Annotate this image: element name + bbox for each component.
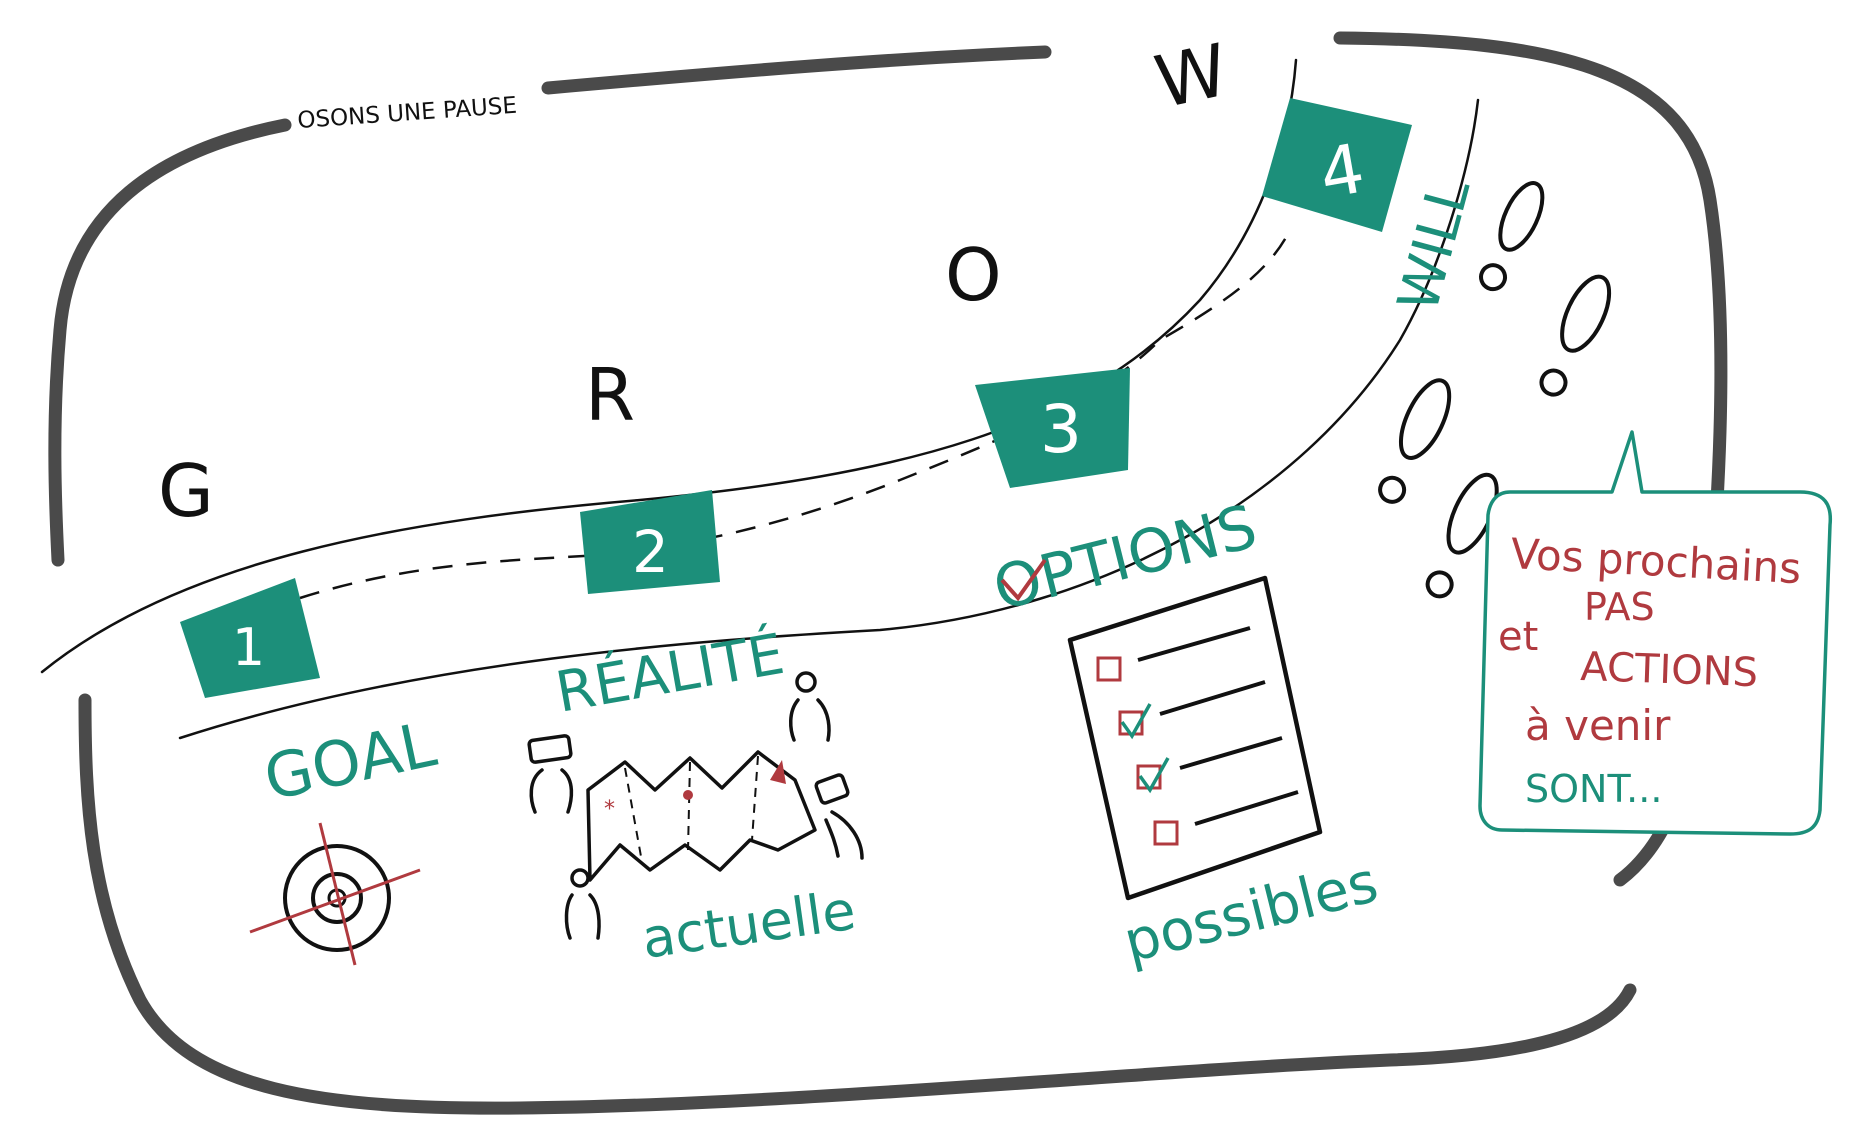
step-title-options: OPTIONS <box>987 492 1264 625</box>
step-subtitle-possibles: possibles <box>1118 850 1385 976</box>
acronym-letter-w: W <box>1148 28 1235 125</box>
bubble-line-2-et: et <box>1498 614 1538 660</box>
road-center-line <box>299 229 1292 600</box>
step-number-3: 3 <box>1040 391 1082 468</box>
people-icon <box>527 671 864 940</box>
bubble-line-4: à venir <box>1525 701 1671 750</box>
step-title-realite: RÉALITÉ <box>551 622 789 726</box>
step-number-1: 1 <box>232 618 265 678</box>
footprints-icon <box>1378 181 1612 599</box>
speech-bubble: Vos prochains et PAS ACTIONS à venir SON… <box>1478 430 1833 836</box>
acronym-letter-o: O <box>945 233 1002 317</box>
road <box>40 58 1480 740</box>
banner-label: OSONS UNE PAUSE <box>297 93 518 134</box>
bubble-line-3: ACTIONS <box>1580 644 1759 696</box>
map-marker-star: * <box>604 797 615 822</box>
bubble-line-2-pas: PAS <box>1584 585 1655 629</box>
step-title-goal: GOAL <box>258 707 443 814</box>
checklist-icon <box>1000 558 1323 901</box>
step-title-will: WILL <box>1386 172 1484 319</box>
step-number-2: 2 <box>632 518 669 586</box>
map-icon: * <box>586 750 817 882</box>
target-icon <box>249 822 421 966</box>
bubble-line-5: SONT... <box>1525 767 1662 811</box>
step-subtitle-actuelle: actuelle <box>638 879 859 971</box>
step-marker-3: 3 <box>975 368 1130 488</box>
acronym-letter-g: G <box>158 449 214 533</box>
acronym-letter-r: R <box>585 353 635 437</box>
step-marker-2: 2 <box>580 490 720 594</box>
step-marker-4: 4 <box>1262 98 1412 232</box>
step-marker-1: 1 <box>180 578 320 698</box>
